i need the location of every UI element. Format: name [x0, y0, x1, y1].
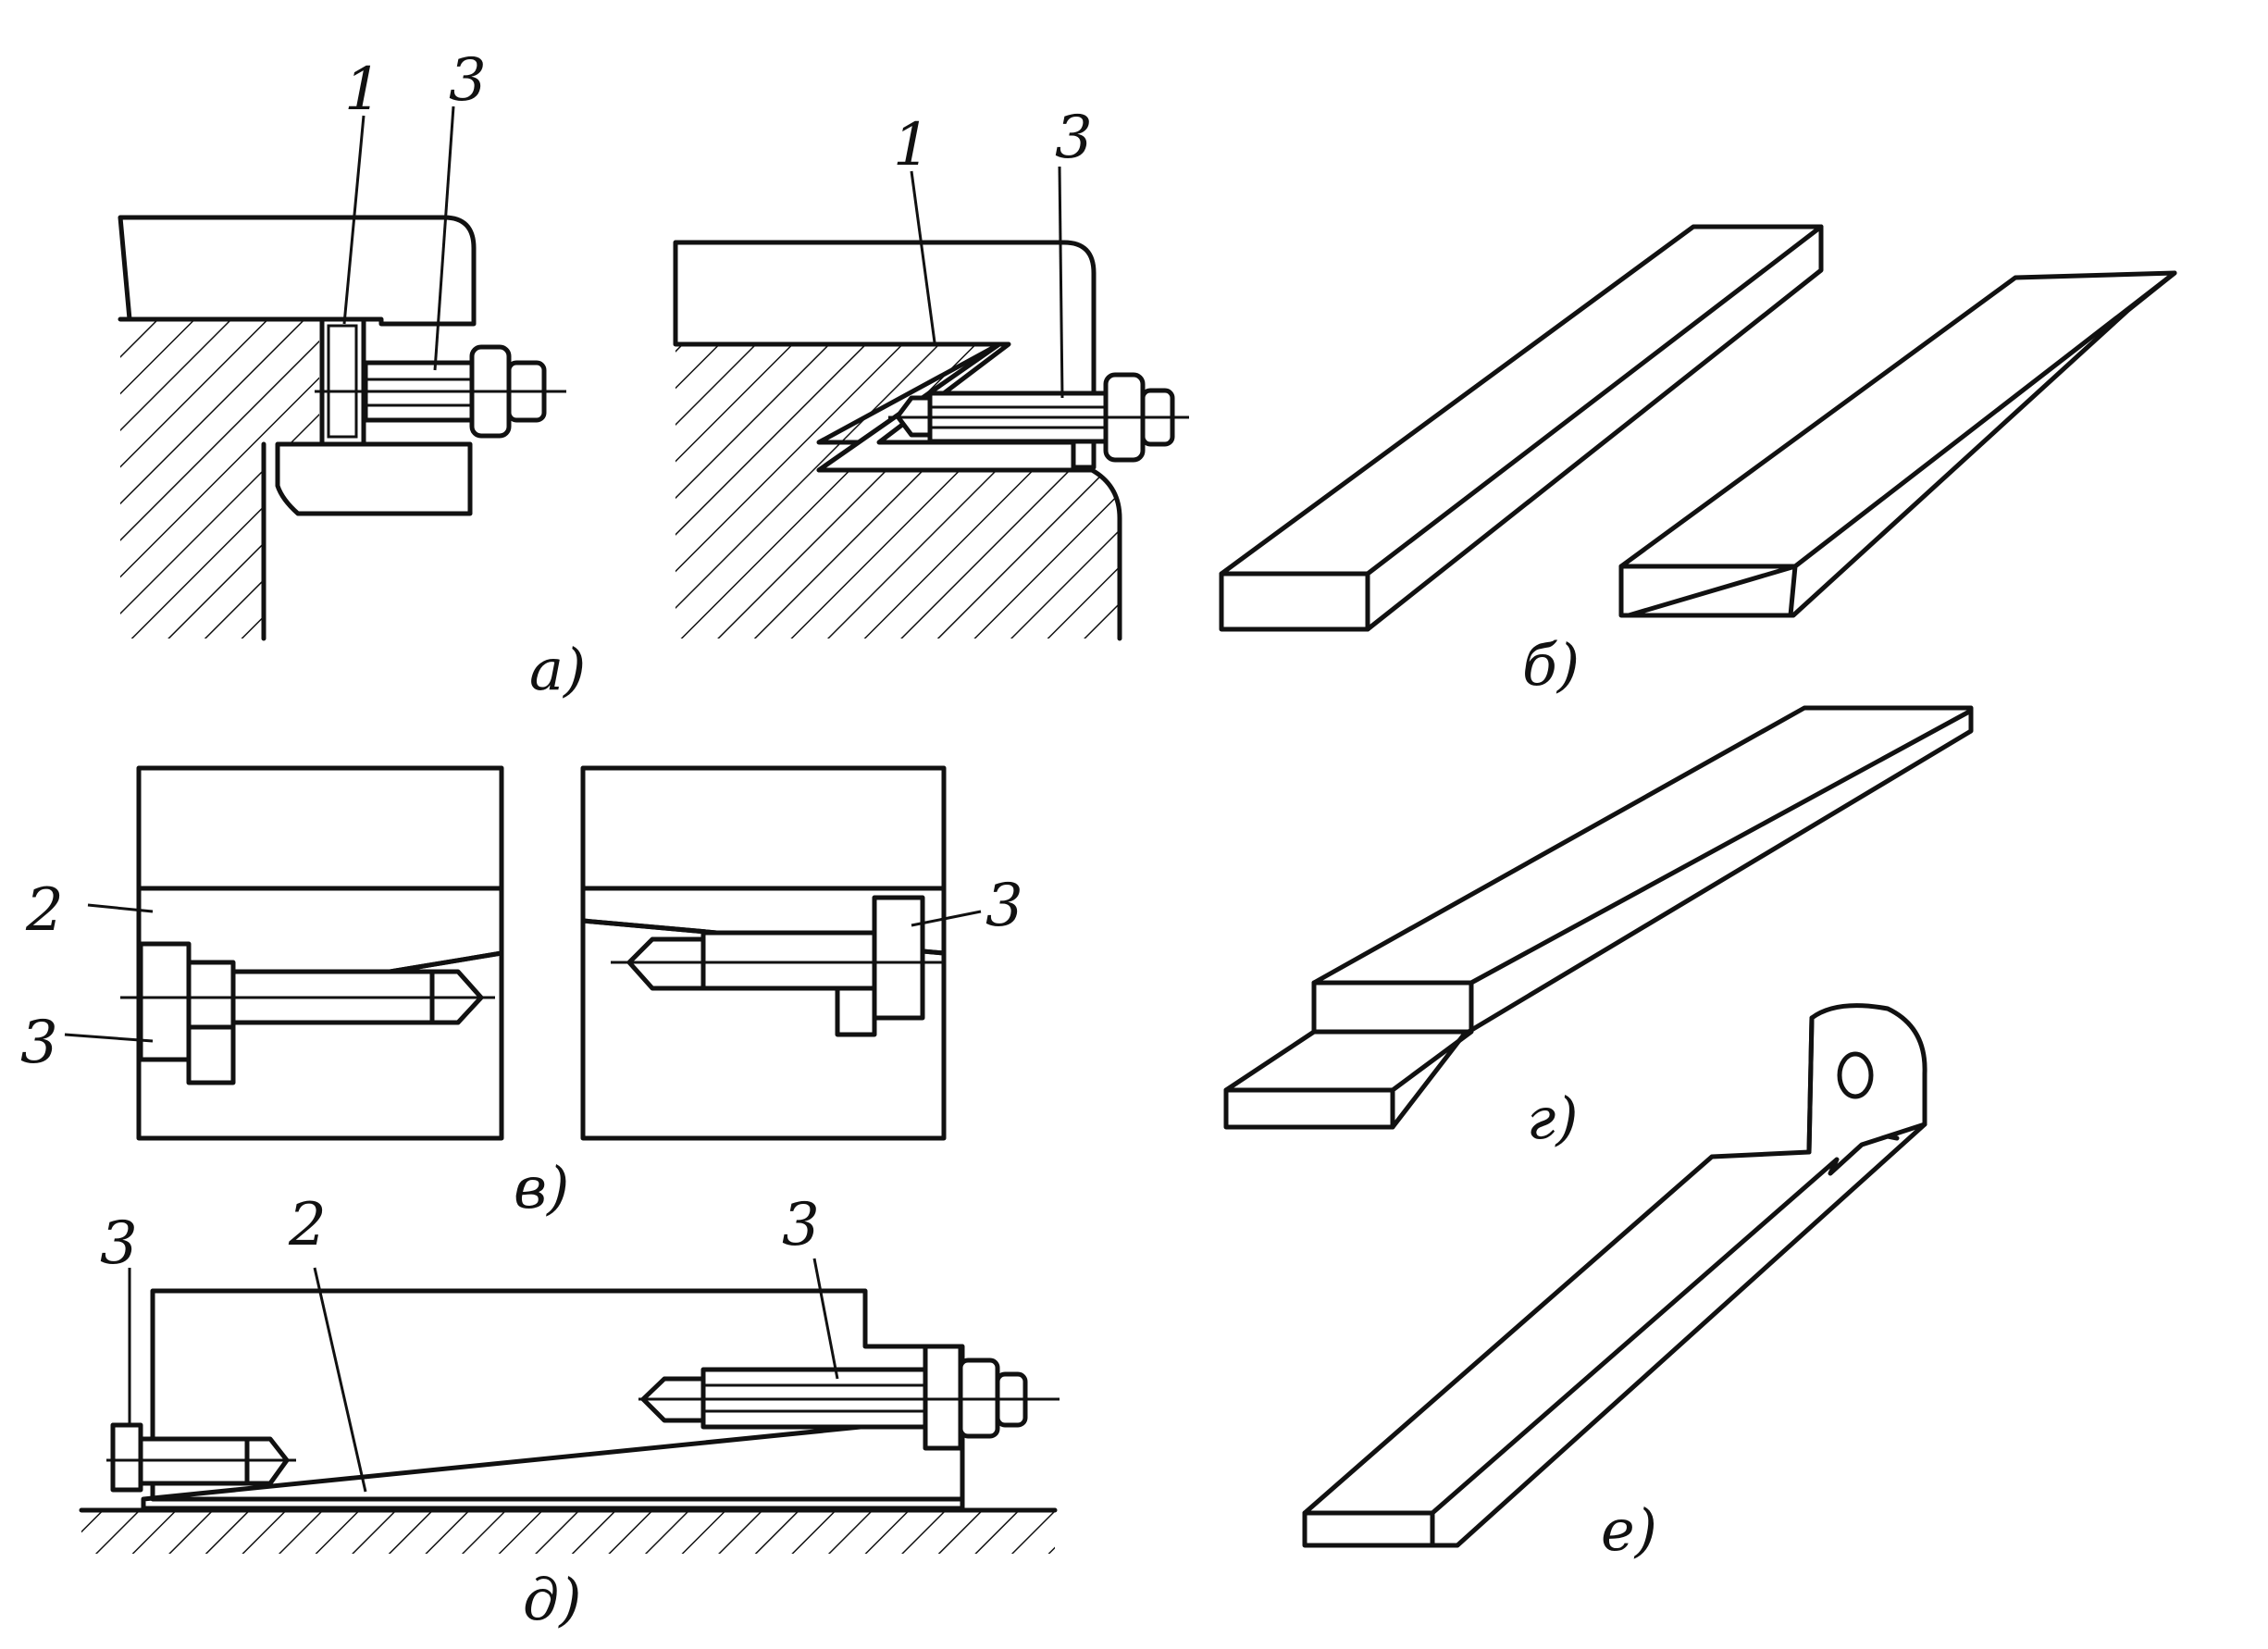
callout-3: 3: [985, 872, 1023, 940]
panel-v-left: 2 3: [20, 765, 504, 1141]
callout-2: 2: [25, 876, 64, 945]
callout-3: 3: [449, 46, 487, 115]
adjusting-screw: [888, 372, 1189, 463]
adjusting-screw: [315, 344, 566, 439]
clamp-plate: [275, 441, 473, 516]
caption-a: а): [529, 636, 586, 703]
panel-a-right: 1 3: [673, 104, 1189, 641]
dovetail-gib: [816, 341, 1076, 473]
caption-e: е): [1601, 1496, 1657, 1564]
panel-d: 3 2 3 д): [79, 1191, 1060, 1633]
panel-g: г): [1223, 705, 1974, 1152]
slide-body: [118, 215, 477, 327]
guide-way: [120, 319, 319, 639]
callout-3: 3: [1055, 104, 1093, 172]
callout-1: 1: [344, 56, 382, 124]
adjusting-screw: [611, 895, 944, 1037]
caption-d: д): [523, 1566, 581, 1633]
guide-way: [675, 344, 1120, 639]
callout-1: 1: [893, 111, 931, 180]
taper-gib-with-lug: [1302, 1003, 1927, 1548]
base-hatch: [81, 1512, 1055, 1554]
panel-e: е): [1302, 1003, 1927, 1564]
callout-2: 2: [288, 1191, 327, 1259]
adjusting-screw: [120, 941, 495, 1085]
lug-hole: [1837, 1051, 1874, 1099]
panel-a-left: 1 3: [118, 46, 566, 641]
tapered-gib: [141, 1418, 965, 1511]
caption-g: г): [1527, 1085, 1579, 1152]
slide-body: [136, 765, 504, 891]
adjusting-screw: [106, 1422, 296, 1493]
panel-b: б): [1219, 224, 2177, 699]
panel-v-right: 3: [580, 765, 1023, 1141]
callout-3: 3: [100, 1209, 138, 1278]
caption-v: в): [514, 1154, 569, 1221]
callout-3: 3: [20, 1009, 58, 1077]
callout-3: 3: [782, 1191, 820, 1259]
adjusting-screw: [638, 1344, 1060, 1451]
slide-body: [580, 765, 947, 891]
caption-b: б): [1522, 631, 1580, 699]
flat-gib: [1219, 224, 1824, 632]
